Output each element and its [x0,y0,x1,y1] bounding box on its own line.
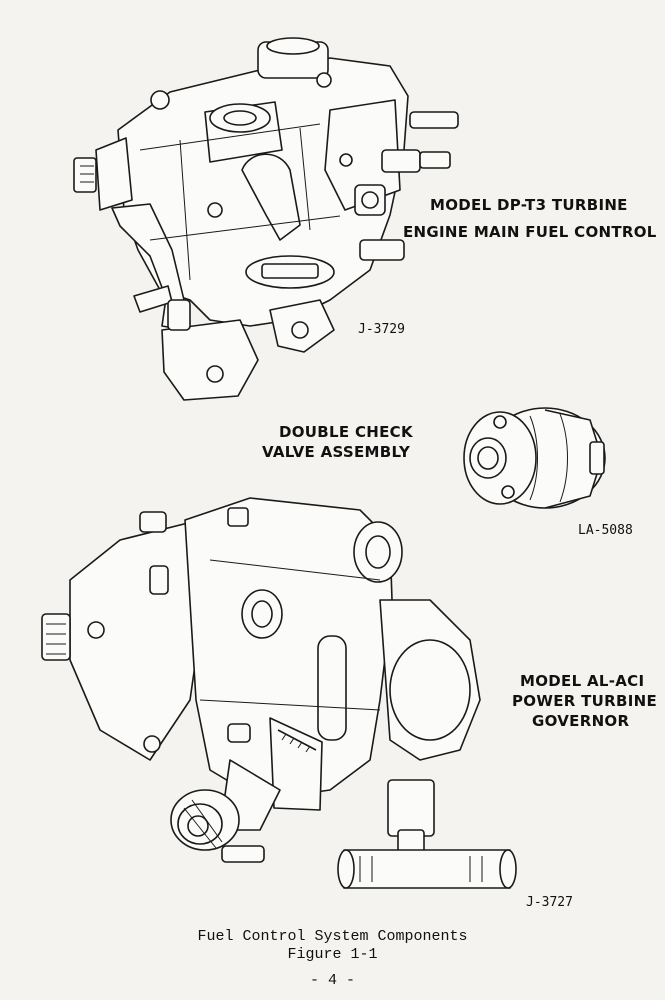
figure-caption: Fuel Control System Components [197,928,468,945]
governor-title-line2: POWER TURBINE [512,692,657,710]
page-number: - 4 - [309,972,355,989]
governor-title-line1: MODEL AL-ACI [520,672,645,690]
figure-number: Figure 1-1 [287,946,378,963]
governor-title-line3: GOVERNOR [532,712,630,730]
fuel-control-title-line2: ENGINE MAIN FUEL CONTROL [403,223,657,241]
governor-code: J-3727 [526,895,573,910]
fuel-control-code: J-3729 [358,322,405,337]
check-valve-title-line1: DOUBLE CHECK [279,423,413,441]
check-valve-code: LA-5088 [578,523,633,538]
check-valve-title-line2: VALVE ASSEMBLY [262,443,411,461]
fuel-control-title-line1: MODEL DP-T3 TURBINE [430,196,628,214]
